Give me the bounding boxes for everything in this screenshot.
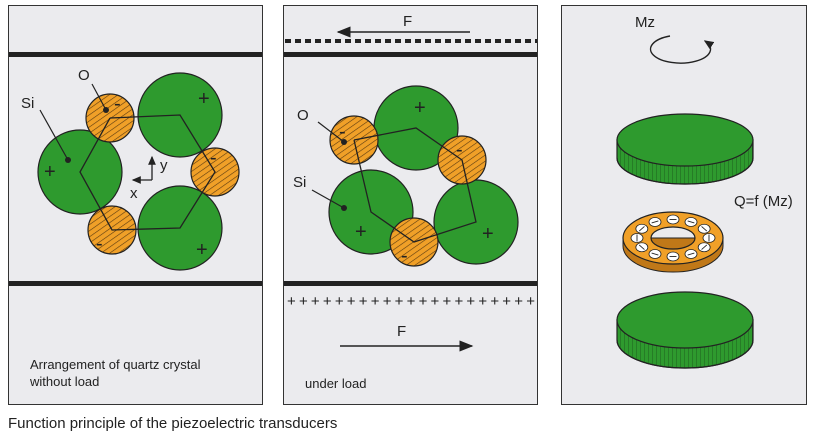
o-label: O — [297, 107, 309, 124]
panel3-graphic: Mz Q=f (Mz) — [616, 14, 793, 369]
ring-cell-arrow — [651, 220, 659, 224]
bottom-plate — [616, 291, 754, 369]
lattice-bonds — [79, 114, 216, 231]
si-label: Si — [21, 95, 34, 112]
force-label-bottom: F — [397, 323, 406, 340]
caption-line: Arrangement of quartz crystal — [30, 357, 201, 372]
y-axis-label: y — [160, 157, 168, 174]
ring-cell-arrow — [687, 252, 695, 256]
lattice-bonds — [353, 127, 477, 243]
figure-caption: Function principle of the piezoelectric … — [8, 415, 338, 432]
plus-sign: + — [198, 88, 210, 110]
panel-unloaded — [8, 5, 263, 405]
ring-cell-arrow — [687, 220, 695, 224]
ring-arrow-cells — [630, 214, 716, 262]
top-plate — [616, 113, 754, 185]
rotation-arrow-icon — [649, 35, 715, 64]
minus-sign: - — [456, 139, 463, 161]
si-leader-line — [311, 189, 345, 209]
si-leader-dot — [341, 205, 347, 211]
panel1-graphic: + + + - - - O Si y x — [9, 52, 262, 286]
plus-sign: + — [44, 161, 56, 183]
minus-sign: - — [339, 121, 346, 143]
si-leader-dot — [65, 157, 71, 163]
minus-sign: - — [401, 245, 408, 267]
top-plate-line — [284, 52, 537, 57]
caption-unloaded: Arrangement of quartz crystal without lo… — [30, 356, 201, 390]
bottom-plate-line — [9, 281, 262, 286]
bottom-charge-row: + + + + + + + + + + + + + + + + + + + + … — [287, 293, 535, 310]
charge-output-label: Q=f (Mz) — [734, 193, 793, 210]
ring-cell-arrow — [651, 252, 659, 256]
minus-sign: - — [114, 93, 121, 115]
minus-sign: - — [96, 233, 103, 255]
o-leader-dot — [103, 107, 109, 113]
ring-cell-arrow — [638, 226, 645, 232]
o-label: O — [78, 67, 90, 84]
force-label-top: F — [403, 13, 412, 30]
panel-torque-sensor — [561, 5, 807, 405]
o-leader-line — [91, 83, 107, 111]
mz-label: Mz — [635, 14, 655, 31]
si-label: Si — [293, 174, 306, 191]
plus-sign: + — [414, 97, 426, 119]
x-axis-label: x — [130, 185, 138, 202]
plus-sign: + — [355, 221, 367, 243]
top-plate-line — [9, 52, 262, 57]
caption-loaded: under load — [305, 376, 367, 391]
bottom-plate-line — [284, 281, 537, 286]
ring-cell-arrow — [701, 244, 708, 250]
ring-cell-arrow — [701, 226, 708, 232]
caption-line: without load — [30, 374, 100, 389]
si-leader-line — [39, 109, 69, 161]
plus-sign: + — [196, 239, 208, 261]
minus-sign: - — [210, 147, 217, 169]
plus-sign: + — [482, 223, 494, 245]
o-leader-line — [317, 121, 345, 143]
ring-cell-arrow — [638, 244, 645, 250]
panel2-graphic: F + + + + + + + + + + + + + + + + + + + … — [284, 13, 537, 352]
o-leader-dot — [341, 139, 347, 145]
